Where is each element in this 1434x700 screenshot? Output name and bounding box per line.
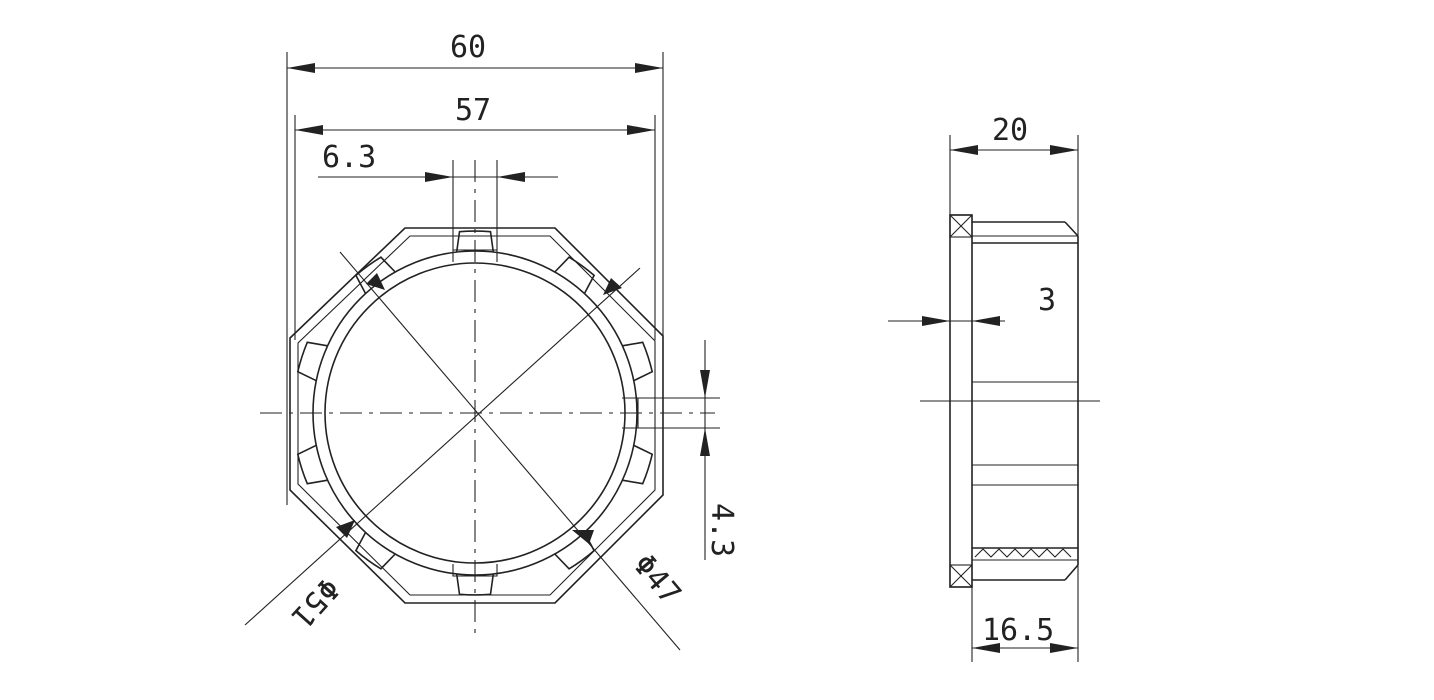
- dim-outer-diameter-label: Φ51: [284, 571, 346, 635]
- diameter-47-leader: [339, 251, 681, 651]
- ring-tooth: [296, 444, 328, 485]
- dimension-20: 20: [949, 113, 1079, 236]
- dim-flange-thickness-label: 3: [1038, 283, 1056, 318]
- dim-body-length-label: 16.5: [982, 613, 1054, 648]
- dimension-6-3: 6.3: [318, 140, 558, 250]
- dimension-3: 3: [888, 283, 1056, 326]
- dim-overall-width-label: 60: [450, 30, 486, 65]
- ring-tooth: [354, 256, 396, 294]
- ring-tooth: [554, 256, 596, 294]
- diameter-51-leader: [244, 267, 641, 626]
- octagon-inner-outline: [297, 235, 656, 596]
- side-view: 20 3 16.5: [888, 113, 1100, 662]
- dimension-57: 57: [294, 93, 656, 340]
- dimension-60: 60: [286, 30, 664, 505]
- dim-key-height-label: 4.3: [704, 503, 739, 557]
- dim-total-length-label: 20: [992, 113, 1028, 148]
- ring-tooth: [554, 532, 596, 570]
- ring-tooth: [354, 532, 396, 570]
- dimension-4-3: 4.3: [638, 340, 739, 560]
- ring-tooth: [455, 573, 495, 596]
- ring-tooth: [622, 444, 654, 485]
- dim-flat-width-label: 57: [455, 93, 491, 128]
- octagon-outline: [289, 227, 664, 604]
- ring-tooth: [622, 341, 654, 382]
- dimension-16-5: 16.5: [971, 565, 1079, 662]
- dim-inner-diameter-label: Φ47: [626, 548, 688, 612]
- dim-slot-width-label: 6.3: [322, 140, 376, 175]
- front-view: 60 57 6.3 4.3: [244, 30, 739, 651]
- ring-tooth: [296, 341, 328, 382]
